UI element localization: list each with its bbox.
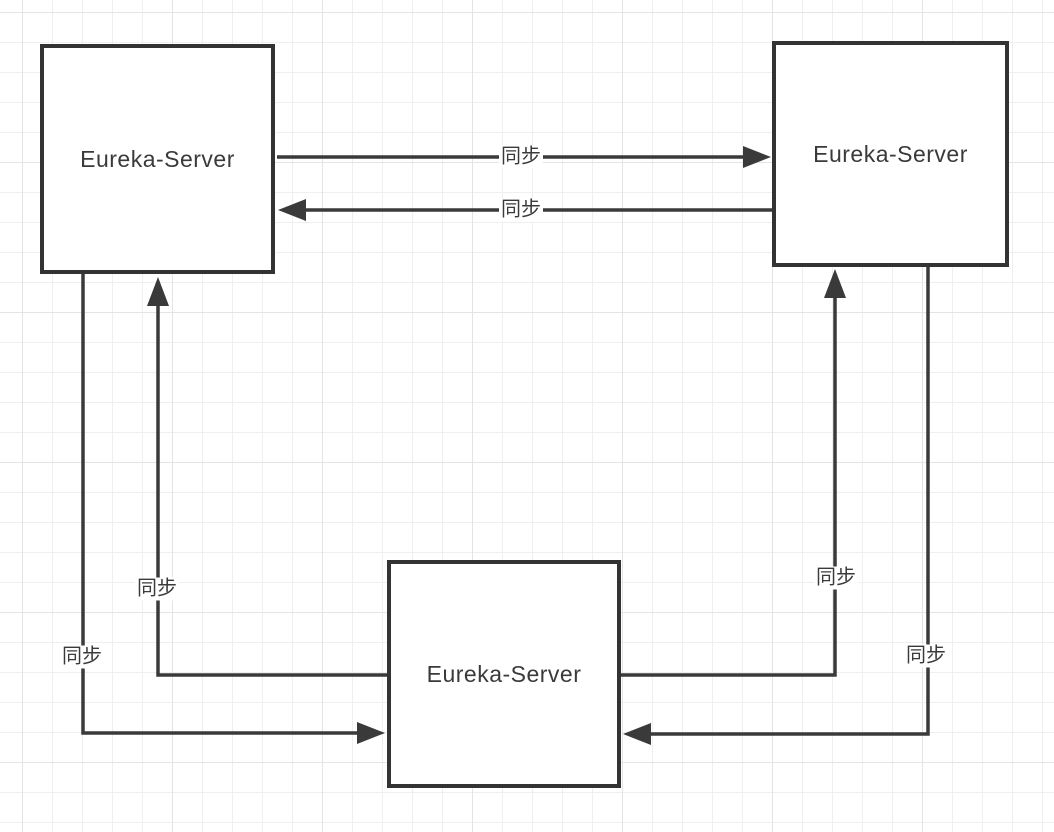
node-label: Eureka-Server <box>813 140 968 167</box>
edge-sync-topleft-to-bottom <box>81 274 360 735</box>
node-label: Eureka-Server <box>80 145 235 172</box>
edge-sync-bottom-to-topright <box>621 296 837 677</box>
node-eureka-server-bottom: Eureka-Server <box>387 560 621 788</box>
edge-label-sync: 同步 <box>814 566 858 590</box>
arrowhead-up-icon <box>824 269 846 298</box>
node-eureka-server-top-right: Eureka-Server <box>772 41 1009 267</box>
edge-label-sync: 同步 <box>499 198 543 222</box>
edge-label-sync: 同步 <box>904 644 948 668</box>
node-label: Eureka-Server <box>426 660 582 687</box>
edge-label-sync: 同步 <box>60 645 104 669</box>
edge-label-sync: 同步 <box>499 145 543 169</box>
arrowhead-right-icon <box>357 722 385 744</box>
arrowhead-right-icon <box>743 146 771 168</box>
arrowhead-up-icon <box>147 277 169 306</box>
arrowhead-left-icon <box>278 199 306 221</box>
edge-sync-bottom-to-topleft <box>156 304 387 677</box>
edge-label-sync: 同步 <box>135 577 179 601</box>
node-eureka-server-top-left: Eureka-Server <box>40 44 275 274</box>
edge-sync-topright-to-bottom <box>648 267 930 736</box>
arrowhead-left-icon <box>623 723 651 745</box>
